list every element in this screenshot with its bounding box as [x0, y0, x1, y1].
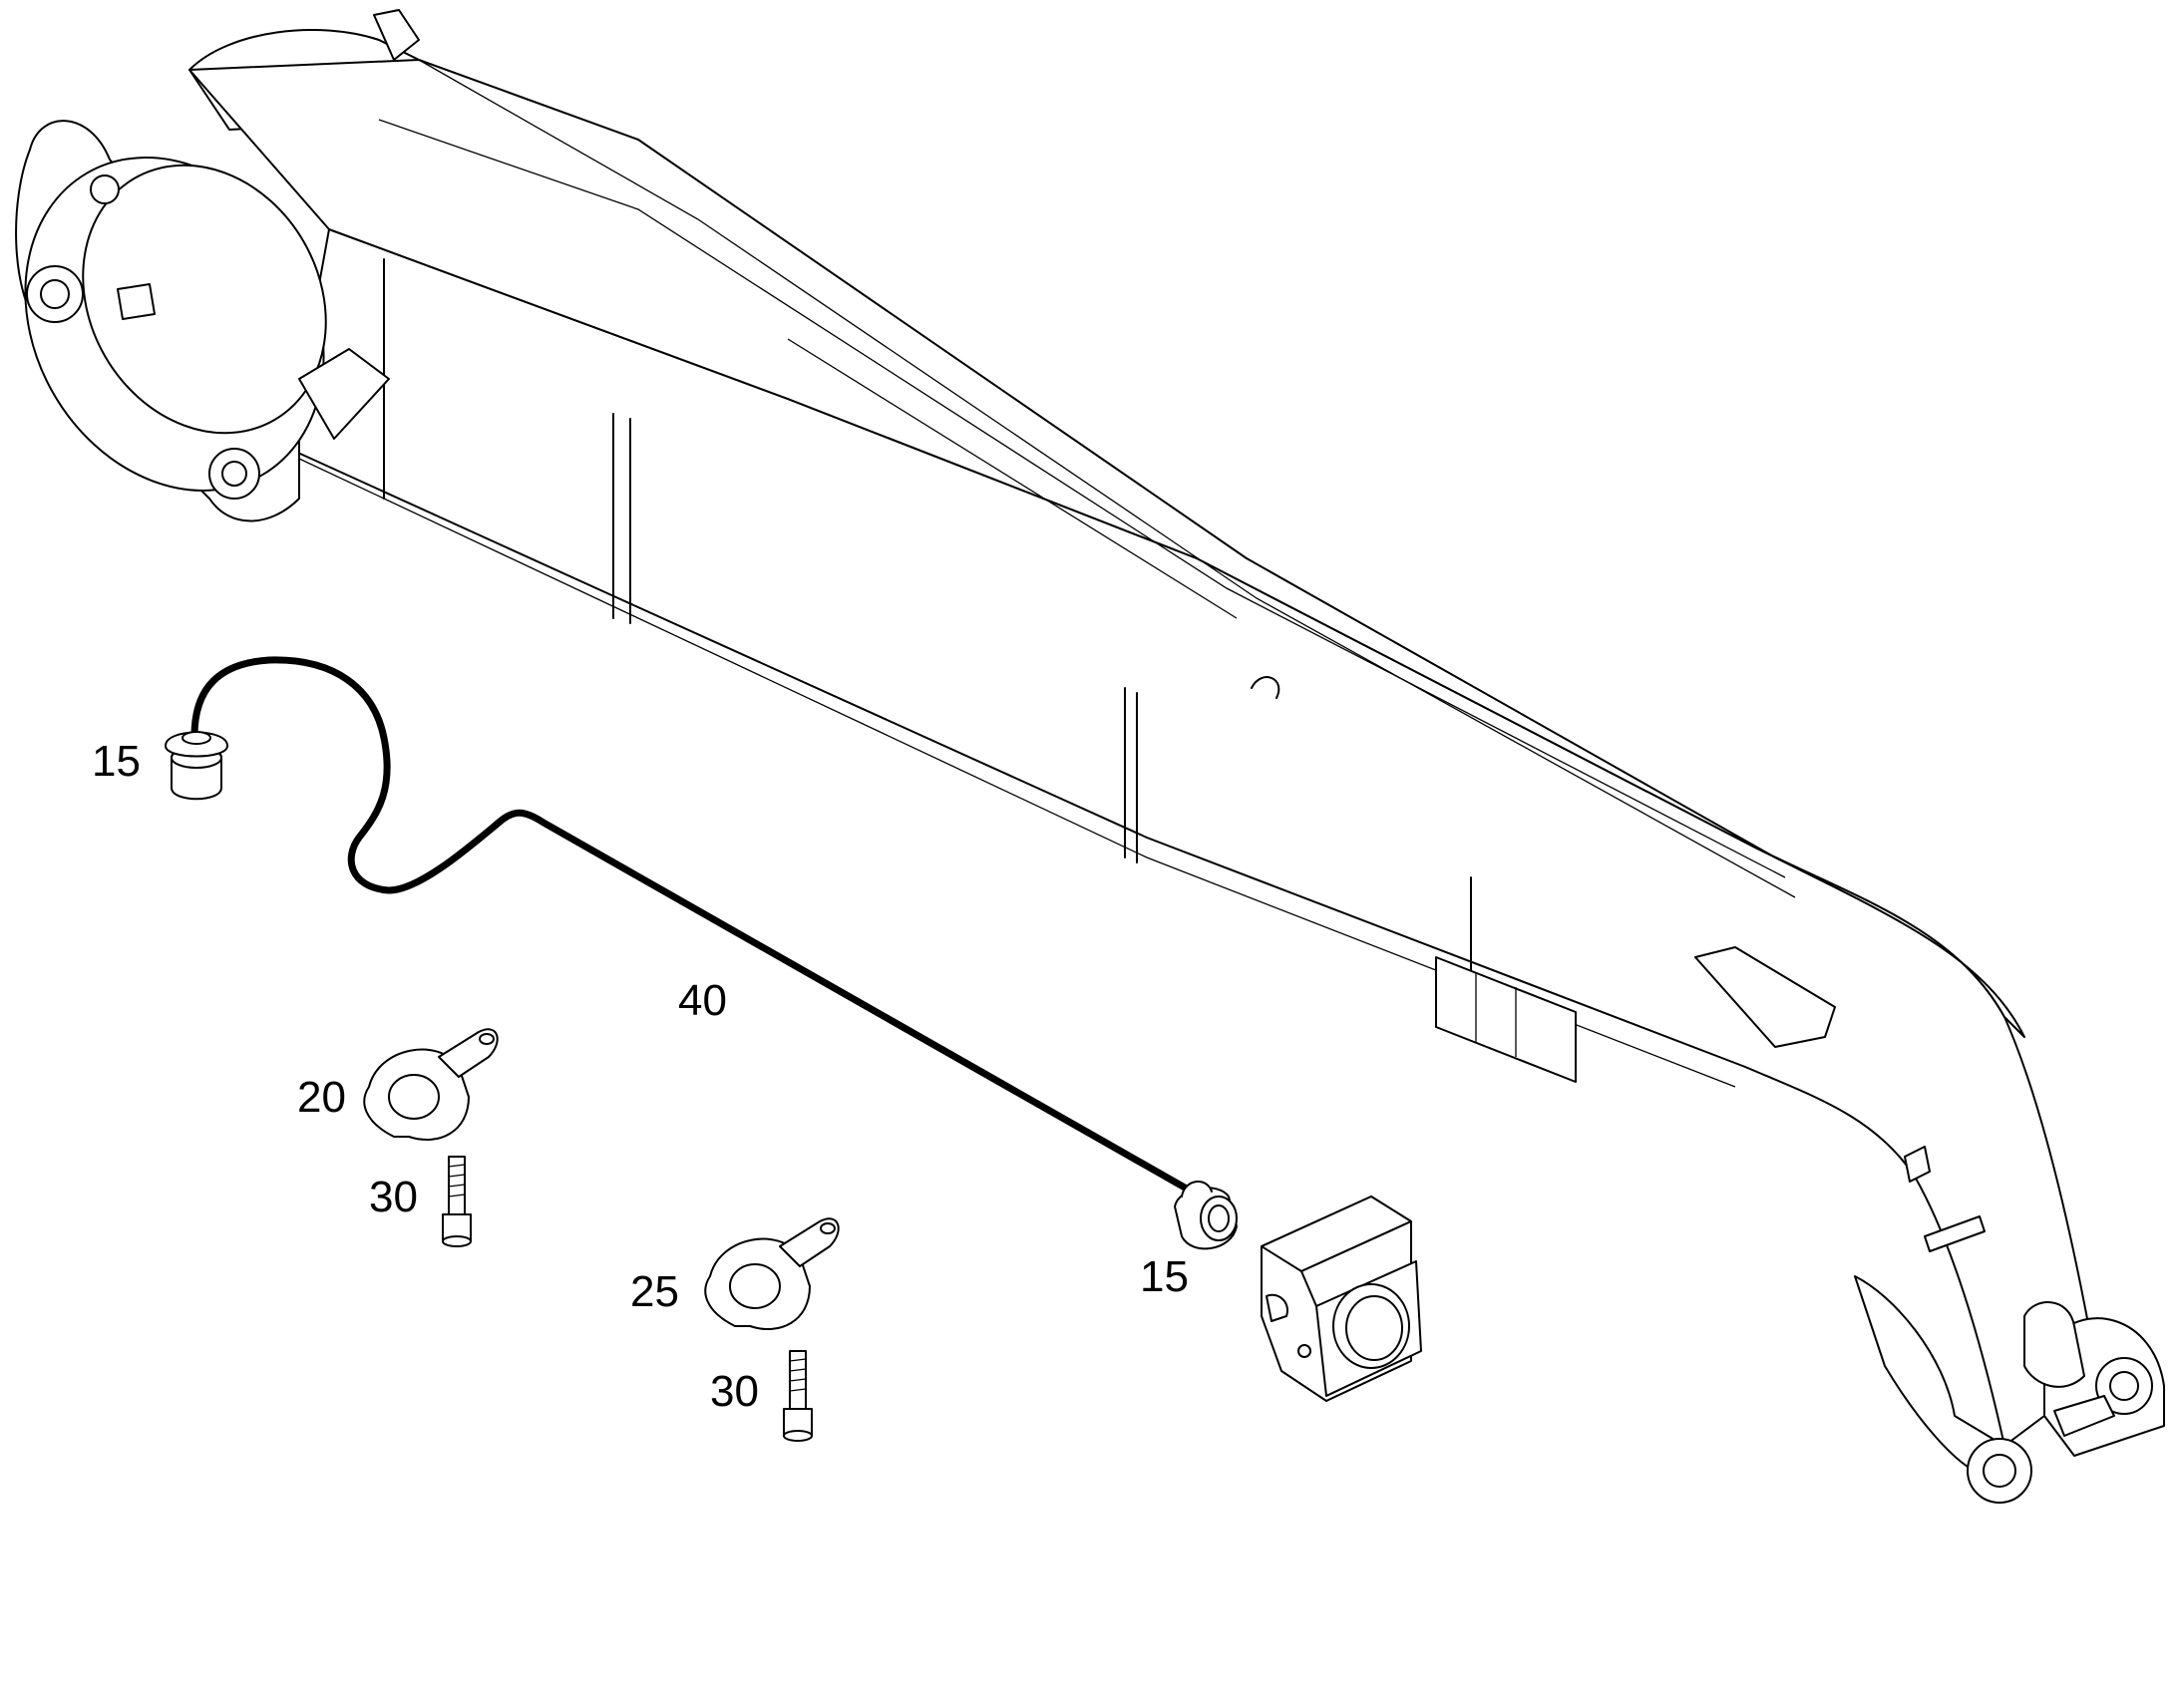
p-clamp-icon	[704, 1217, 840, 1331]
callout-cable: 40	[678, 976, 727, 1025]
callout-bolt-upper: 30	[369, 1173, 418, 1221]
callout-bolt-lower: 30	[710, 1367, 759, 1416]
rear-pivot-plate	[15, 120, 390, 522]
boom-arm-icon	[15, 9, 2165, 1504]
p-clamp-icon	[363, 1028, 499, 1142]
callout-connector-bottom: 15	[1140, 1252, 1189, 1301]
socket-head-bolt-icon	[783, 1350, 813, 1442]
cable-harness-icon	[190, 656, 1196, 1196]
callout-clamp-lower: 25	[630, 1267, 679, 1316]
callout-connector-top: 15	[92, 737, 141, 786]
plug-connector-icon	[165, 731, 228, 801]
plug-connector-icon	[1174, 1181, 1238, 1250]
callout-clamp-upper: 20	[297, 1073, 346, 1122]
front-pivot-end	[1854, 1146, 2165, 1504]
camera-housing-icon	[1261, 1196, 1422, 1402]
socket-head-bolt-icon	[442, 1156, 472, 1247]
